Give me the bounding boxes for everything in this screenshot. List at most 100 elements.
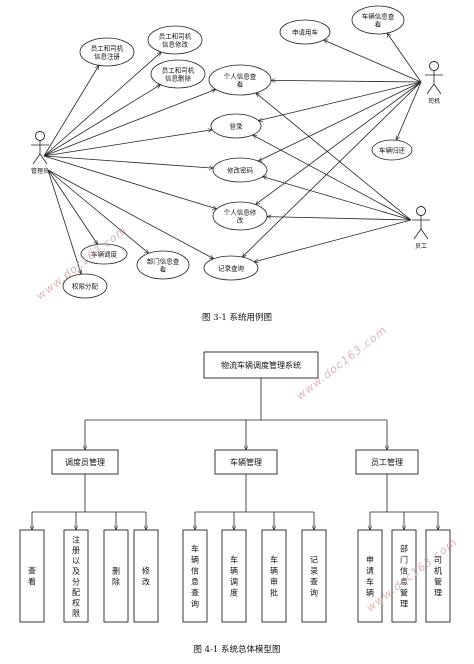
leaf-box: 删除 [103, 529, 129, 623]
association-line [47, 169, 98, 244]
use-case-ellipse [210, 113, 262, 139]
use-case-edges [43, 33, 422, 274]
actor-head [429, 61, 439, 71]
actor-leg [413, 228, 422, 240]
leaf-char: 门 [400, 555, 408, 565]
actor-head [416, 206, 426, 216]
actor-leg [433, 83, 442, 95]
association-line [47, 169, 149, 253]
leaf-char: 部 [400, 544, 408, 554]
leaf-char: 除 [112, 577, 120, 587]
use-case-nodes: 员工和司机信息注册员工和司机信息修改员工和司机信息删除申请用车车辆信息查看个人信… [62, 5, 413, 299]
leaf-char: 权 [72, 597, 80, 607]
association-line [256, 93, 412, 221]
leaf-rect [357, 529, 383, 623]
use-case-ellipse [279, 19, 331, 45]
use-case-label: 看 [160, 265, 167, 273]
leaf-rect [103, 529, 129, 623]
use-case-label: 改 [237, 215, 244, 224]
use-case-label: 车辆调度 [91, 249, 118, 258]
leaf-char: 管 [400, 588, 408, 598]
use-case-ellipse [150, 59, 206, 89]
use-case-ellipse [208, 64, 272, 96]
leaf-char: 调 [230, 578, 238, 587]
leaf-char: 及 [72, 567, 80, 576]
use-case-ellipse [203, 255, 259, 281]
leaf-rect [182, 529, 208, 623]
leaf-char: 司 [434, 556, 442, 565]
association-line [242, 81, 422, 257]
system-model-tree: 物流车辆调度管理系统调度员管理查看注册以及分配权限删除修改车辆管理车辆信息查询车… [19, 351, 451, 623]
leaf-box: 修改 [133, 529, 159, 623]
association-line [43, 65, 99, 157]
leaf-char: 查 [28, 566, 36, 576]
use-case-label: 员工和司机 [159, 31, 192, 40]
leaf-char: 修 [142, 566, 150, 576]
association-line [43, 130, 212, 157]
use-case-label: 个人信息修 [224, 207, 257, 216]
leaf-char: 记 [310, 556, 318, 565]
leaf-char: 信 [400, 566, 408, 576]
leaf-char: 请 [366, 566, 374, 576]
association-line [324, 39, 422, 83]
leaf-rect [63, 529, 89, 623]
leaf-char: 以 [72, 556, 80, 565]
association-line [255, 81, 422, 205]
leaf-char: 查 [310, 577, 318, 587]
leaf-char: 息 [400, 577, 408, 587]
actor-head [35, 131, 45, 141]
module-box-3: 员工管理 [355, 449, 419, 475]
use-case-label: 权限分配 [72, 281, 99, 290]
leaf-char: 改 [142, 577, 150, 587]
leaf-rect [133, 529, 159, 623]
use-case-label: 员工和司机 [91, 43, 124, 52]
use-case-ellipse [212, 157, 268, 183]
use-case-label: 部门信息查 [147, 256, 180, 265]
root-rect [203, 351, 319, 379]
use-case-change-password: 修改密码 [212, 157, 268, 183]
leaf-char: 理 [434, 589, 442, 598]
actor-label: 管理员 [31, 167, 49, 175]
use-case-ellipse [136, 250, 190, 280]
leaf-char: 批 [270, 588, 278, 598]
leaf-char: 询 [191, 599, 199, 609]
leaf-char: 录 [310, 567, 318, 576]
use-case-permission-assign: 权限分配 [62, 273, 108, 299]
use-case-apply-vehicle: 申请用车 [279, 19, 331, 45]
use-case-caption: 图 3-1 系统用例图 [202, 312, 272, 323]
root-box: 物流车辆调度管理系统 [203, 351, 319, 379]
leaf-char: 机 [434, 566, 442, 576]
association-line [43, 85, 161, 157]
root-label: 物流车辆调度管理系统 [221, 360, 301, 370]
use-case-ellipse [147, 25, 203, 55]
leaf-box: 记录查询 [301, 529, 327, 623]
use-case-ellipse [212, 201, 268, 231]
use-case-label: 信息注册 [94, 51, 121, 60]
actor-label: 员工 [415, 243, 427, 250]
actor-driver: 司机 [425, 61, 443, 105]
leaf-char: 辆 [270, 566, 278, 576]
use-case-vehicle-return: 车辆归还 [371, 139, 413, 161]
leaf-char: 审 [270, 577, 278, 587]
actor-leg [39, 153, 48, 165]
use-case-record-query: 记录查询 [203, 255, 259, 281]
leaf-char: 度 [230, 588, 238, 598]
use-case-ellipse [79, 37, 135, 67]
module-label: 员工管理 [371, 457, 403, 467]
association-line [254, 219, 412, 262]
module-label: 车辆管理 [230, 457, 262, 467]
use-case-label: 修改密码 [227, 165, 254, 174]
use-case-label: 信息删除 [165, 73, 192, 82]
association-line [43, 52, 161, 157]
use-case-ellipse [62, 273, 108, 299]
